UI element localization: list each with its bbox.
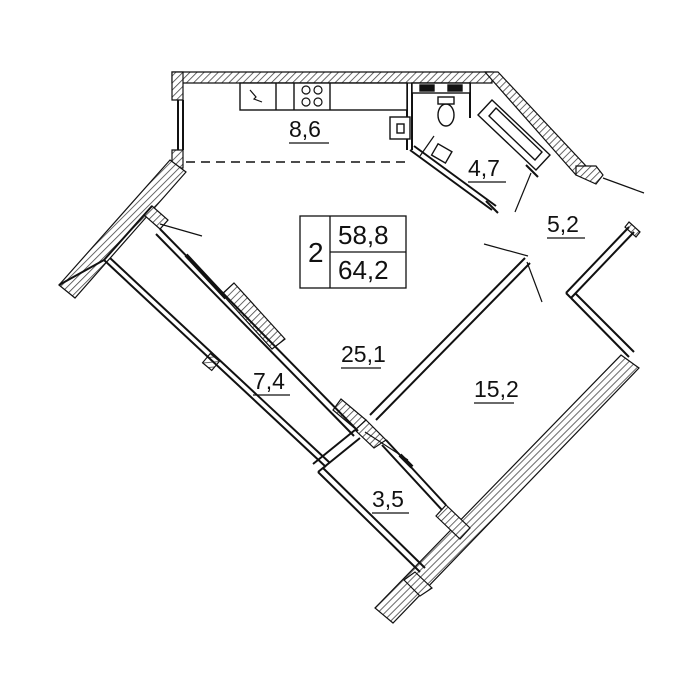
bathroom-fixtures xyxy=(411,82,551,171)
room-count: 2 xyxy=(308,237,324,268)
pillar-window xyxy=(221,282,286,350)
hallway-area-label: 5,2 xyxy=(547,211,579,237)
living-room-area-label: 25,1 xyxy=(341,341,386,367)
bathroom-area-label: 4,7 xyxy=(468,155,500,181)
wall-hall-corner xyxy=(575,165,604,185)
washbasin-icon xyxy=(430,142,453,165)
pillar-small xyxy=(201,352,221,372)
door-sashes xyxy=(184,253,414,469)
pillar-bottom xyxy=(435,504,471,540)
toilet-icon xyxy=(437,103,455,127)
wall-left-upper xyxy=(171,71,184,101)
kitchen-area-label: 8,6 xyxy=(289,116,321,142)
balcony-small-area-label: 3,5 xyxy=(372,486,404,512)
room-labels: 8,6 4,7 5,2 25,1 15,2 7,4 3,5 xyxy=(253,116,585,514)
electric-panel-icon xyxy=(249,89,263,103)
outline-lines xyxy=(58,83,635,573)
area-summary: 2 58,8 64,2 xyxy=(299,215,407,289)
bathtub-icon xyxy=(477,99,551,171)
bedroom-area-label: 15,2 xyxy=(474,376,519,402)
balcony-large-area-label: 7,4 xyxy=(253,368,285,394)
vent-shaft xyxy=(411,82,471,94)
wall-top xyxy=(171,71,493,84)
exterior-walls xyxy=(58,71,641,624)
wall-bottom-cap xyxy=(403,571,433,597)
wall-right-segment xyxy=(624,221,641,238)
kitchen-counter xyxy=(239,82,411,140)
wall-left-diagonal xyxy=(58,159,187,299)
stove-icon xyxy=(301,85,323,107)
total-area: 64,2 xyxy=(338,255,389,285)
living-area: 58,8 xyxy=(338,220,389,250)
